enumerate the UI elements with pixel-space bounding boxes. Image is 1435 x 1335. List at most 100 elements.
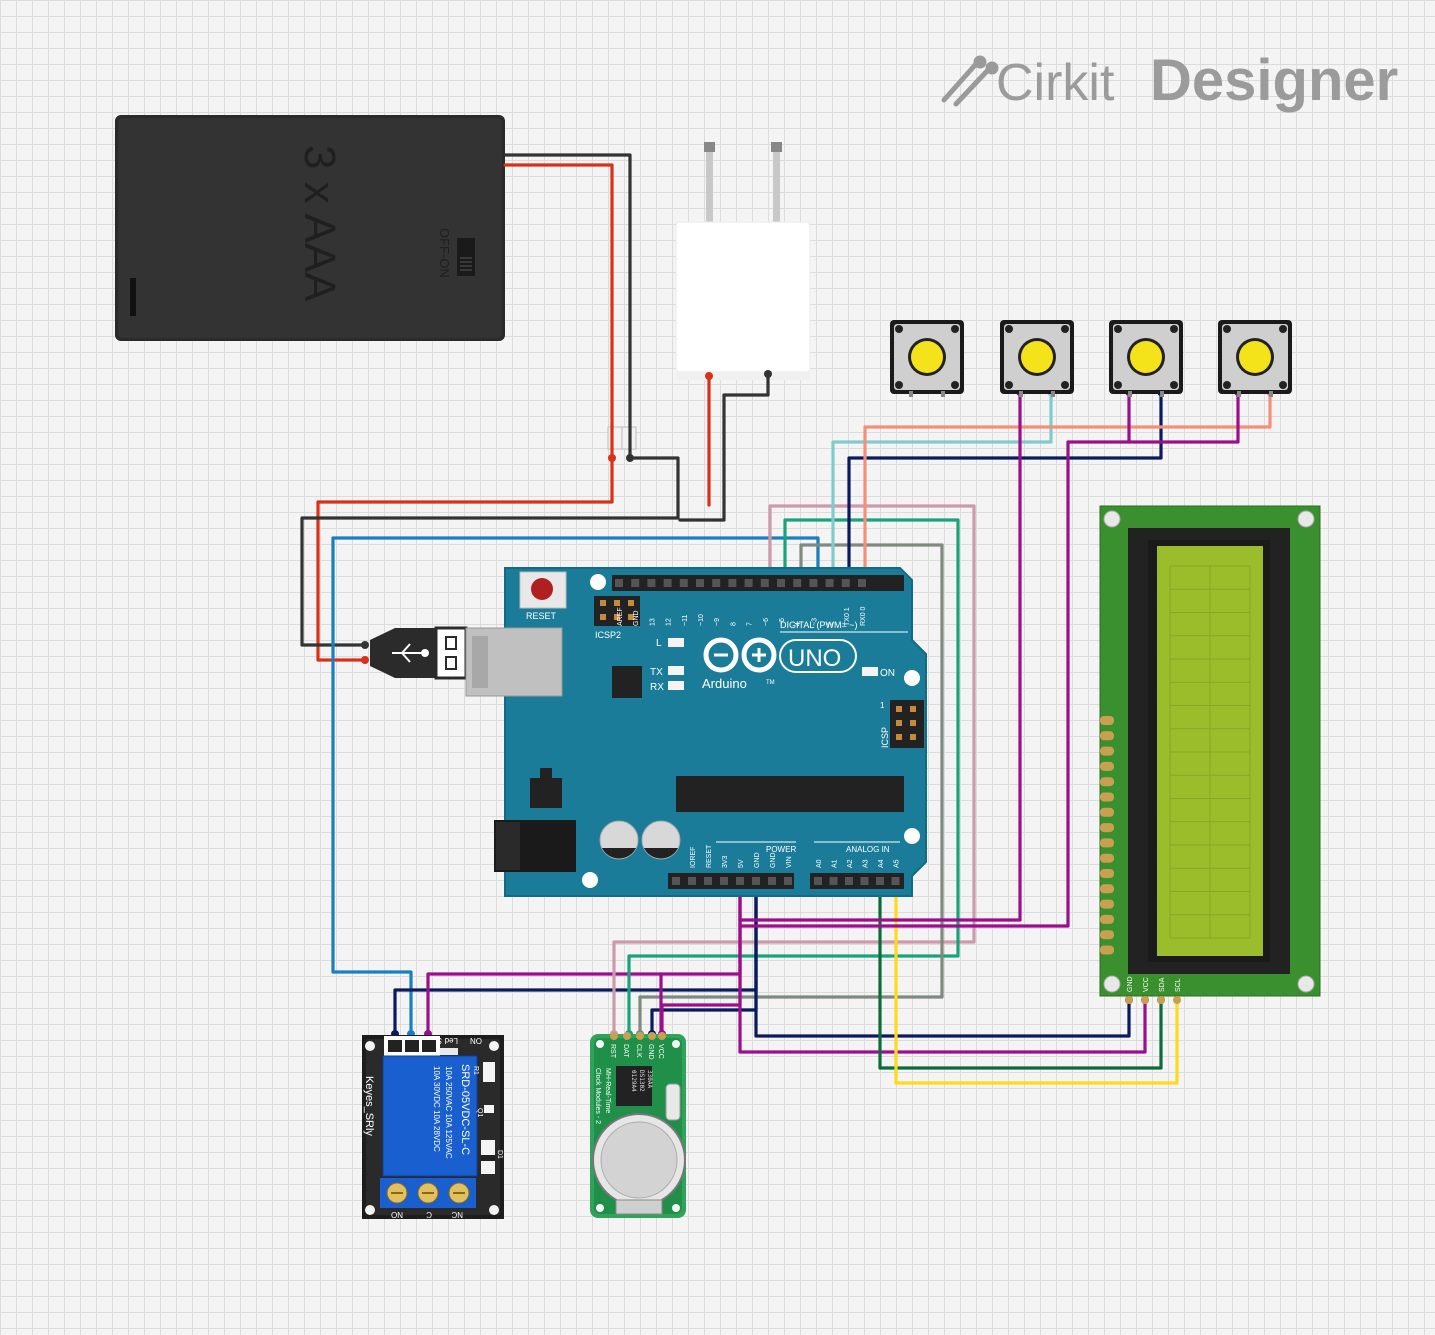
push-button[interactable] [890,320,964,397]
digital-pin-label: 13 [649,618,656,626]
rtc-pin[interactable] [610,1032,618,1040]
button-cap[interactable] [1130,341,1162,373]
digital-pin-label: 7 [747,622,754,626]
wires [300,153,1274,1085]
button-cap[interactable] [911,341,943,373]
relay-pin-label: S [437,1036,442,1045]
lcd-side-pin [1100,823,1114,833]
usb-icon [392,643,429,663]
power-pin-hole[interactable] [784,877,792,885]
wire-gray-rtc [638,543,944,1036]
power-pin-hole[interactable] [736,877,744,885]
digital-pin-hole[interactable] [615,579,623,587]
digital-pin-label: ~9 [714,618,721,626]
digital-pin-hole[interactable] [858,579,866,587]
digital-pin-hole[interactable] [631,579,640,587]
digital-pin-holes [615,579,866,587]
power-header [668,873,794,889]
relay-d1-label: D1 [496,1150,503,1159]
icsp-header [890,700,924,748]
digital-pin-hole[interactable] [744,579,753,587]
push-button[interactable] [1000,320,1074,397]
analog-pin-label: A1 [832,859,839,868]
push-button[interactable] [1218,320,1292,397]
capacitors [599,820,681,860]
digital-pin-label: ~3 [811,618,818,626]
power-pin-hole[interactable] [704,877,712,885]
analog-pin-hole[interactable] [829,877,838,885]
button-cap[interactable] [1021,341,1053,373]
digital-pin-hole[interactable] [825,579,834,587]
relay-rating1: 10A 250VAC 10A 125VAC [444,1066,453,1159]
analog-pin-label: A4 [878,859,885,868]
power-pin-hole[interactable] [768,877,776,885]
analog-pin-hole[interactable] [860,877,869,885]
digital-pin-hole[interactable] [777,579,785,587]
power-label: POWER [766,845,796,854]
lcd-pin[interactable] [1173,996,1181,1004]
rtc-pin-label: RST [609,1044,616,1059]
reset-button[interactable] [519,571,567,609]
analog-label: ANALOG IN [846,845,890,854]
relay-terminal-label: NO [391,1210,403,1219]
relay-led [440,1048,458,1055]
led-rx-label: RX [650,682,664,693]
relay-brand: Keyes_SRly [363,1076,375,1136]
usb-cable-plug[interactable] [370,626,468,680]
arduino-infinity-logo [703,637,777,673]
rtc-pin[interactable] [636,1032,644,1040]
digital-pin-hole[interactable] [679,579,688,587]
wall-power-adapter[interactable] [675,142,811,380]
digital-pin-hole[interactable] [809,579,818,587]
digital-pin-hole[interactable] [712,579,721,587]
rtc-chip-code: 0129A4 [630,1070,637,1092]
lcd-pin[interactable] [1141,996,1149,1004]
power-pin-hole[interactable] [720,877,728,885]
analog-pin-hole[interactable] [845,877,853,885]
power-pin-hole[interactable] [688,877,696,885]
wire-button1-teal [831,390,1053,586]
power-pin-hole[interactable] [752,877,760,885]
wire-button3-salmon [863,390,1272,586]
rtc-pin[interactable] [658,1032,666,1040]
digital-pin-hole[interactable] [696,579,704,587]
lcd-side-pin [1100,838,1114,848]
battery-pack[interactable]: 3 x AAA OFF-ON [115,115,505,341]
digital-pin-label: ~11 [682,615,689,626]
lcd-pin[interactable] [1125,996,1133,1004]
digital-pin-hole[interactable] [841,579,850,587]
arduino-logo-text: Arduino [702,676,747,691]
digital-pin-label: 12 [666,618,673,626]
analog-pin-hole[interactable] [876,877,884,885]
analog-pin-hole[interactable] [891,877,900,885]
rtc-pin[interactable] [623,1032,631,1040]
relay-pin-label: Led [445,1036,458,1045]
rtc-pin[interactable] [648,1032,656,1040]
rtc-pin-label: GND [647,1044,654,1060]
power-pin-label: GND [754,852,761,868]
wire-lcd-gnd [754,878,1131,1038]
digital-pin-hole[interactable] [728,579,737,587]
relay-module[interactable]: SRD-05VDC-SL-C 10A 250VAC 10A 125VAC 10A… [362,1035,504,1219]
digital-pin-hole[interactable] [760,579,769,587]
power-pin-hole[interactable] [672,877,680,885]
atmega-chip [676,776,904,812]
analog-pin-hole[interactable] [814,877,822,885]
digital-pin-hole[interactable] [793,579,802,587]
button-cap[interactable] [1239,341,1271,373]
lcd-pin[interactable] [1157,996,1165,1004]
digital-pin-hole[interactable] [663,579,672,587]
cirkit-logo-icon [941,55,999,107]
digital-pin-label: RX0 0 [860,606,867,626]
wire-battery-black [503,153,632,460]
lcd-side-pin [1100,761,1114,771]
voltage-regulator [530,778,562,808]
digital-pin-hole[interactable] [647,579,656,587]
digital-pin-label: ~10 [698,614,705,626]
push-button[interactable] [1109,320,1183,397]
rtc-subtitle: Clock Modules - 2 [594,1068,601,1124]
